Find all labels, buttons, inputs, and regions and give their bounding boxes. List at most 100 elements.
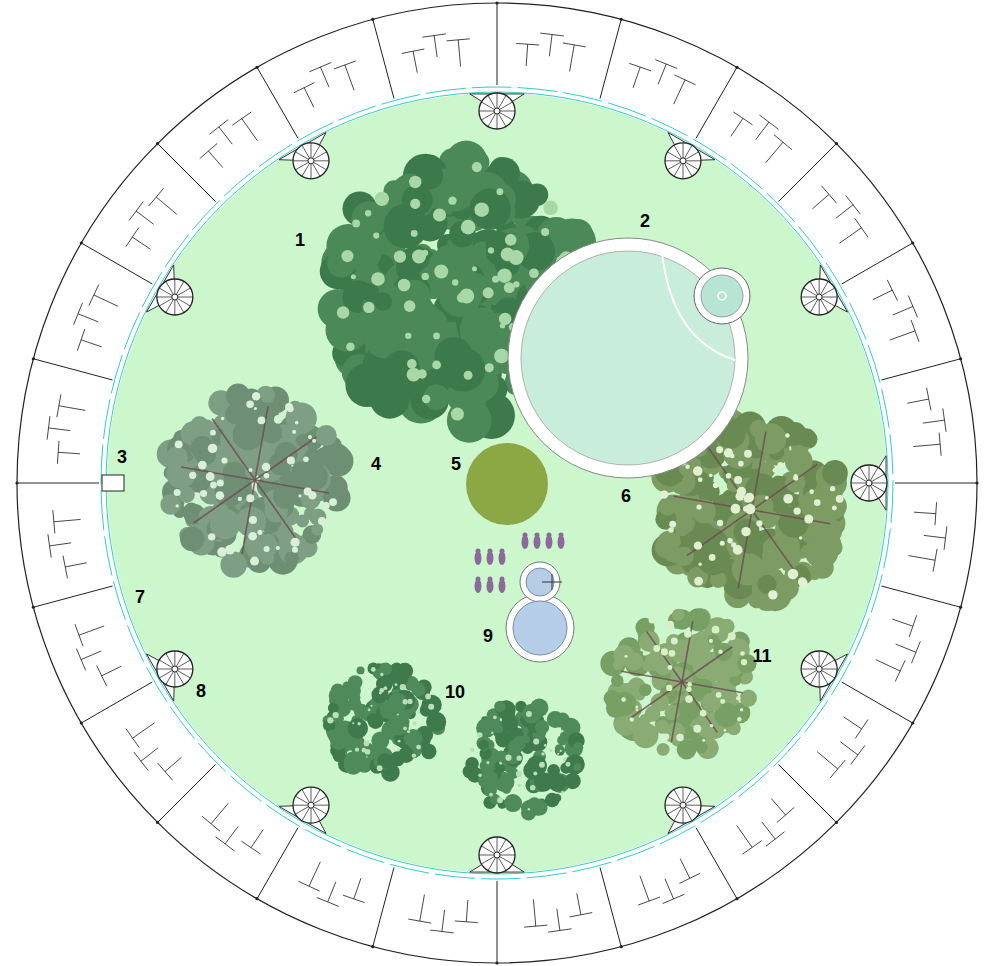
stair-step (497, 858, 498, 873)
inner-wall (106, 92, 888, 874)
stair-step (821, 672, 829, 685)
stair-step (810, 281, 818, 294)
wall-post (911, 721, 914, 724)
stair-step (869, 486, 870, 501)
spiral-stair (146, 651, 192, 701)
room-wall (81, 243, 152, 284)
stair-core (172, 294, 178, 300)
foliage-gap (505, 234, 517, 246)
foliage-gap (740, 708, 743, 711)
fixture-line (156, 197, 177, 214)
foliage-gap (274, 415, 283, 424)
stair-outline (293, 143, 329, 179)
foliage-gap (362, 748, 367, 753)
stair-step (683, 164, 684, 179)
wall-post (255, 897, 258, 900)
room-wall (881, 586, 960, 607)
fixture-line (907, 399, 929, 403)
stair-step (500, 846, 513, 854)
fixture-line (655, 60, 677, 69)
foliage-gap (700, 710, 707, 717)
stair-step (295, 162, 308, 170)
foliage-gap (394, 251, 406, 263)
foliage-gap (496, 188, 503, 195)
fixture-line (633, 67, 640, 88)
foliage (296, 434, 309, 447)
spiral-stair (146, 265, 192, 315)
foliage-gap (541, 752, 544, 755)
stair-core (680, 802, 686, 808)
foliage (343, 681, 361, 699)
room-wall (257, 828, 298, 899)
foliage (166, 446, 187, 467)
foliage-gap (457, 293, 467, 303)
fixture-line (892, 619, 913, 626)
foliage-gap (488, 247, 494, 253)
foliage (357, 666, 365, 674)
stair-core (866, 480, 872, 486)
stair-core (308, 802, 314, 808)
wall-post (835, 142, 838, 145)
foliage-gap (461, 220, 476, 235)
stair-step (500, 102, 513, 110)
foliage-gap (630, 717, 634, 721)
callout-number: 3 (117, 447, 127, 467)
stair-step (295, 807, 308, 815)
fixture-line (49, 543, 71, 546)
stair-step (686, 807, 699, 815)
foliage (633, 723, 659, 749)
foliage-gap (660, 491, 668, 499)
foliage-gap (189, 472, 196, 479)
stair-core (494, 852, 500, 858)
fixture-line (909, 556, 936, 561)
room-wall (373, 867, 394, 946)
foliage (180, 527, 205, 552)
foliage-gap (216, 491, 225, 500)
foliage (505, 718, 515, 728)
foliage (821, 493, 847, 519)
fixture-line (893, 306, 913, 315)
stair-step (665, 160, 680, 161)
foliage-gap (337, 306, 349, 318)
person-figure (546, 533, 553, 550)
foliage-gap (687, 682, 692, 687)
foliage-gap (351, 274, 356, 279)
foliage (654, 657, 673, 676)
foliage-gap (417, 711, 419, 713)
stair-outline (851, 465, 887, 501)
stair-step (481, 857, 494, 865)
foliage-gap (745, 504, 755, 514)
foliage-gap (298, 494, 301, 497)
foliage-gap (407, 730, 410, 733)
stair-group (146, 93, 887, 873)
callout-number: 2 (640, 211, 650, 231)
foliage-gap (513, 281, 519, 287)
foliage-gap (709, 554, 716, 561)
foliage-gap (355, 748, 359, 752)
foliage-gap (561, 791, 564, 794)
foliage-gap (492, 276, 499, 283)
foliage-gap (246, 494, 254, 502)
foliage-gap (809, 489, 814, 494)
foliage-gap (363, 302, 374, 313)
person-figure (499, 577, 506, 594)
foliage-gap (246, 400, 254, 408)
foliage-gap (402, 699, 407, 704)
stair-step (178, 669, 193, 670)
foliage-gap (451, 408, 464, 421)
fixture-line (876, 660, 900, 671)
foliage-gap (287, 405, 294, 412)
foliage (348, 718, 368, 738)
foliage-gap (486, 761, 489, 764)
fixture-line (81, 651, 101, 660)
foliage-gap (380, 673, 383, 676)
fixture-line (320, 67, 329, 87)
person-head (476, 577, 481, 582)
foliage-gap (745, 493, 754, 502)
foliage-gap (292, 547, 298, 553)
stair-step (166, 653, 174, 666)
tree-branch (181, 467, 255, 480)
foliage-gap (295, 421, 299, 425)
fixture-line (663, 894, 685, 903)
fixture-line (63, 556, 67, 579)
